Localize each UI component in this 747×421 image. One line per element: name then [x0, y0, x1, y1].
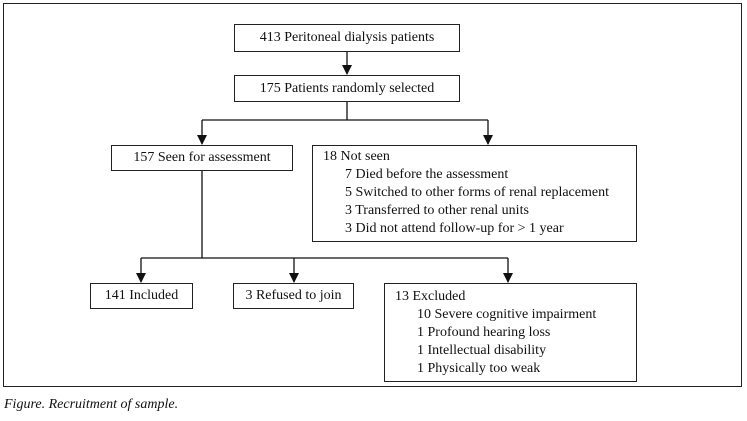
- excluded-item: 1 Intellectual disability: [417, 343, 547, 358]
- seen-label: 157 Seen for assessment: [133, 150, 271, 165]
- not-seen-item: 5 Switched to other forms of renal repla…: [345, 185, 609, 200]
- included-box: 141 Included: [90, 283, 193, 309]
- figure-frame: [3, 3, 742, 387]
- caption-label: Figure: [4, 397, 42, 412]
- included-label: 141 Included: [104, 288, 179, 303]
- selected-patients-label: 175 Patients randomly selected: [259, 80, 435, 96]
- total-patients-box: 413 Peritoneal dialysis patients: [234, 24, 460, 52]
- not-seen-item: 3 Transferred to other renal units: [345, 203, 529, 218]
- caption-text: . Recruitment of sample.: [41, 397, 179, 412]
- not-seen-box: 18 Not seen 7 Died before the assessment…: [312, 145, 637, 242]
- not-seen-title: 18 Not seen: [323, 149, 390, 164]
- excluded-item: 1 Profound hearing loss: [417, 325, 551, 340]
- refused-label: 3 Refused to join: [245, 288, 342, 303]
- not-seen-item: 7 Died before the assessment: [345, 167, 509, 182]
- excluded-item: 1 Physically too weak: [417, 361, 541, 376]
- not-seen-item: 3 Did not attend follow-up for > 1 year: [345, 221, 564, 236]
- seen-box: 157 Seen for assessment: [111, 145, 293, 171]
- refused-box: 3 Refused to join: [233, 283, 354, 309]
- figure-caption: Figure. Recruitment of sample.: [4, 397, 178, 413]
- excluded-title: 13 Excluded: [395, 289, 466, 304]
- selected-patients-box: 175 Patients randomly selected: [234, 75, 460, 102]
- excluded-box: 13 Excluded 10 Severe cognitive impairme…: [384, 283, 637, 382]
- excluded-item: 10 Severe cognitive impairment: [417, 307, 597, 322]
- total-patients-label: 413 Peritoneal dialysis patients: [259, 30, 435, 45]
